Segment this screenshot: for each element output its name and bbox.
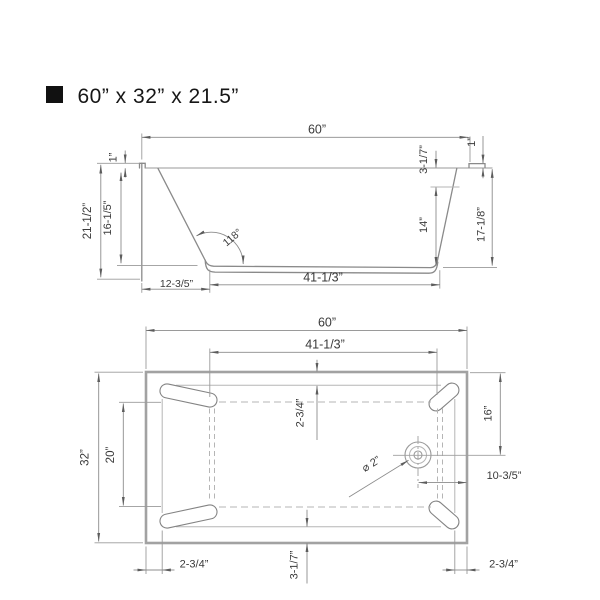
- top-dim-deck-right: 2-3/4”: [489, 558, 518, 570]
- top-dim-deck-top: 2-3/4”: [295, 398, 307, 427]
- side-dim-rim-lip-left: 1”: [108, 152, 120, 162]
- top-view: 60” 41-1/3” 2-3/4” 16” ⌀ 2” 10-3/5” 32” …: [80, 316, 522, 584]
- top-dim-drain-offset-horizontal: 10-3/5”: [487, 470, 522, 482]
- top-dim-floor-length: 41-1/3”: [305, 338, 345, 352]
- side-dim-end-wall-height: 17-1/8”: [476, 207, 488, 242]
- top-outer-rect: [144, 370, 469, 545]
- side-dim-rim-lip-right: 1”: [466, 137, 478, 147]
- side-dim-length: 60”: [308, 123, 326, 137]
- side-dim-slope-run: 12-3/5”: [160, 278, 194, 290]
- top-tub-plan: [144, 370, 506, 545]
- top-corner-fillet-top-right: [428, 382, 460, 412]
- title-block: 60” x 32” x 21.5”: [46, 85, 239, 108]
- top-dim-drain-offset-vertical: 16”: [483, 405, 495, 421]
- side-tub-profile: [138, 162, 493, 282]
- top-corner-fillet-bottom-right: [428, 500, 460, 530]
- top-dim-width: 32”: [80, 449, 92, 466]
- side-base-line: [204, 259, 439, 274]
- side-dim-water-depth: 14”: [418, 217, 430, 233]
- top-dim-deck-bottom: 3-1/7”: [289, 550, 301, 579]
- side-left-rim-cap: [138, 162, 146, 169]
- page-title: 60” x 32” x 21.5”: [78, 85, 239, 108]
- side-basin-inner-profile: [157, 167, 458, 269]
- top-dimension-lines: [94, 326, 506, 584]
- side-right-rim-step: [468, 162, 486, 169]
- angle-arc: [196, 230, 245, 265]
- top-dim-length: 60”: [318, 316, 336, 330]
- side-view: 60” 1” 16-1/5” 21-1/2” 118° 12-3/5” 41-1…: [82, 123, 497, 293]
- side-dim-overall-height: 21-1/2”: [82, 203, 94, 240]
- side-angle-label: 118°: [221, 226, 245, 249]
- top-corner-fillet-bottom-left: [159, 504, 218, 529]
- side-dimension-lines: [97, 133, 497, 293]
- top-dim-deck-left: 2-3/4”: [180, 558, 209, 570]
- title-bullet-square: [46, 86, 63, 103]
- top-dim-floor-width: 20”: [105, 447, 117, 464]
- top-label-drain-diameter: ⌀ 2”: [360, 454, 383, 475]
- top-corner-fillet-top-left: [159, 383, 218, 408]
- side-dim-inner-depth: 16-1/5”: [102, 200, 114, 235]
- side-dim-rim-to-waterline: 3-1/7”: [418, 145, 430, 174]
- side-dim-floor-length: 41-1/3”: [303, 271, 343, 285]
- drain-leader: [348, 459, 409, 498]
